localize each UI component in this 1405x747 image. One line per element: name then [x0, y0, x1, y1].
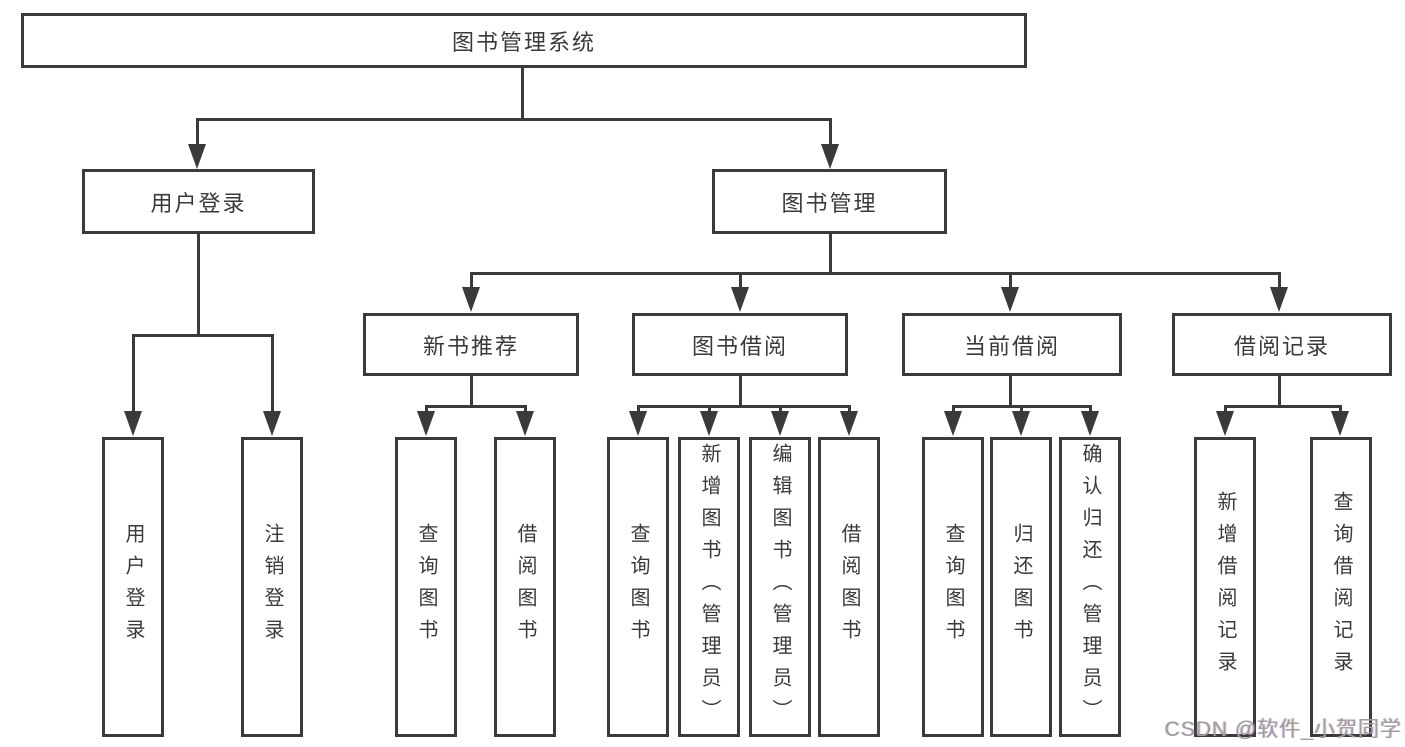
node-label: 新增借阅记录 — [1214, 491, 1236, 683]
arrow-down-icon — [516, 411, 534, 436]
connector-line — [952, 405, 955, 416]
connector-line — [637, 405, 640, 416]
node-label: 新增图书（管理员） — [698, 443, 720, 731]
node-book-management: 图书管理 — [712, 169, 947, 234]
connector-line — [1224, 405, 1227, 416]
arrow-down-icon — [1331, 411, 1349, 436]
node-label: 图书管理 — [781, 190, 878, 216]
connector-line — [197, 234, 200, 337]
connector-line — [470, 272, 473, 291]
connector-line — [132, 334, 274, 337]
connector-line — [637, 405, 851, 408]
arrow-down-icon — [700, 411, 718, 436]
connector-line — [848, 405, 851, 416]
node-root-library-system: 图书管理系统 — [21, 13, 1027, 68]
connector-line — [470, 376, 473, 407]
connector-line — [1089, 405, 1092, 416]
arrow-down-icon — [263, 411, 281, 436]
node-label: 查询图书 — [415, 523, 437, 651]
node-label: 新书推荐 — [422, 333, 519, 359]
node-borrowing-records: 借阅记录 — [1172, 313, 1392, 376]
node-label: 查询借阅记录 — [1330, 491, 1352, 683]
arrow-down-icon — [1001, 287, 1019, 312]
node-label: 用户登录 — [122, 523, 144, 651]
leaf-add-books-admin: 新增图书（管理员） — [678, 437, 740, 737]
connector-line — [524, 405, 527, 416]
arrow-down-icon — [840, 411, 858, 436]
node-label: 查询图书 — [942, 523, 964, 651]
node-label: 查询图书 — [627, 523, 649, 651]
connector-line — [739, 376, 742, 407]
connector-line — [1009, 376, 1012, 407]
leaf-logout: 注销登录 — [241, 437, 303, 737]
node-label: 借阅图书 — [838, 523, 860, 651]
arrow-down-icon — [417, 411, 435, 436]
connector-line — [196, 118, 199, 149]
watermark: CSDN @软件_小贺同学 — [1164, 718, 1402, 741]
leaf-query-books-borrow: 查询图书 — [607, 437, 669, 737]
node-label: 借阅图书 — [514, 523, 536, 651]
node-label: 借阅记录 — [1233, 333, 1330, 359]
connector-line — [708, 405, 711, 416]
leaf-query-books-recommend: 查询图书 — [395, 437, 457, 737]
connector-line — [829, 118, 832, 149]
connector-line — [196, 118, 832, 121]
leaf-query-borrow-record: 查询借阅记录 — [1310, 437, 1372, 737]
leaf-confirm-return-admin: 确认归还（管理员） — [1059, 437, 1121, 737]
connector-line — [739, 272, 742, 291]
connector-line — [1339, 405, 1342, 416]
leaf-borrow-books-recommend: 借阅图书 — [494, 437, 556, 737]
arrow-down-icon — [1012, 411, 1030, 436]
arrow-down-icon — [1081, 411, 1099, 436]
node-book-borrowing: 图书借阅 — [632, 313, 848, 376]
leaf-query-books-current: 查询图书 — [922, 437, 984, 737]
node-label: 归还图书 — [1010, 523, 1032, 651]
arrow-down-icon — [462, 287, 480, 312]
connector-line — [470, 272, 1281, 275]
node-label: 编辑图书（管理员） — [769, 443, 791, 731]
leaf-return-books: 归还图书 — [990, 437, 1052, 737]
arrow-down-icon — [1270, 287, 1288, 312]
node-label: 当前借阅 — [963, 333, 1060, 359]
connector-line — [829, 234, 832, 275]
connector-line — [521, 68, 524, 121]
arrow-down-icon — [771, 411, 789, 436]
connector-line — [779, 405, 782, 416]
node-label: 图书管理系统 — [451, 29, 596, 55]
connector-line — [132, 334, 135, 415]
node-label: 注销登录 — [261, 523, 283, 651]
connector-line — [1224, 405, 1342, 408]
node-new-book-recommend: 新书推荐 — [363, 313, 579, 376]
arrow-down-icon — [821, 144, 839, 169]
connector-line — [1278, 376, 1281, 407]
leaf-edit-books-admin: 编辑图书（管理员） — [749, 437, 811, 737]
arrow-down-icon — [731, 287, 749, 312]
connector-line — [1020, 405, 1023, 416]
leaf-user-login: 用户登录 — [102, 437, 164, 737]
connector-line — [425, 405, 527, 408]
arrow-down-icon — [1216, 411, 1234, 436]
arrow-down-icon — [188, 144, 206, 169]
node-label: 确认归还（管理员） — [1079, 443, 1101, 731]
leaf-borrow-books: 借阅图书 — [818, 437, 880, 737]
connector-line — [1009, 272, 1012, 291]
node-label: 图书借阅 — [691, 333, 788, 359]
arrow-down-icon — [124, 411, 142, 436]
arrow-down-icon — [944, 411, 962, 436]
connector-line — [1278, 272, 1281, 291]
node-current-borrowing: 当前借阅 — [902, 313, 1122, 376]
arrow-down-icon — [629, 411, 647, 436]
connector-line — [271, 334, 274, 415]
node-user-login: 用户登录 — [82, 169, 315, 234]
leaf-add-borrow-record: 新增借阅记录 — [1194, 437, 1256, 737]
connector-line — [425, 405, 428, 416]
node-label: 用户登录 — [150, 190, 247, 216]
